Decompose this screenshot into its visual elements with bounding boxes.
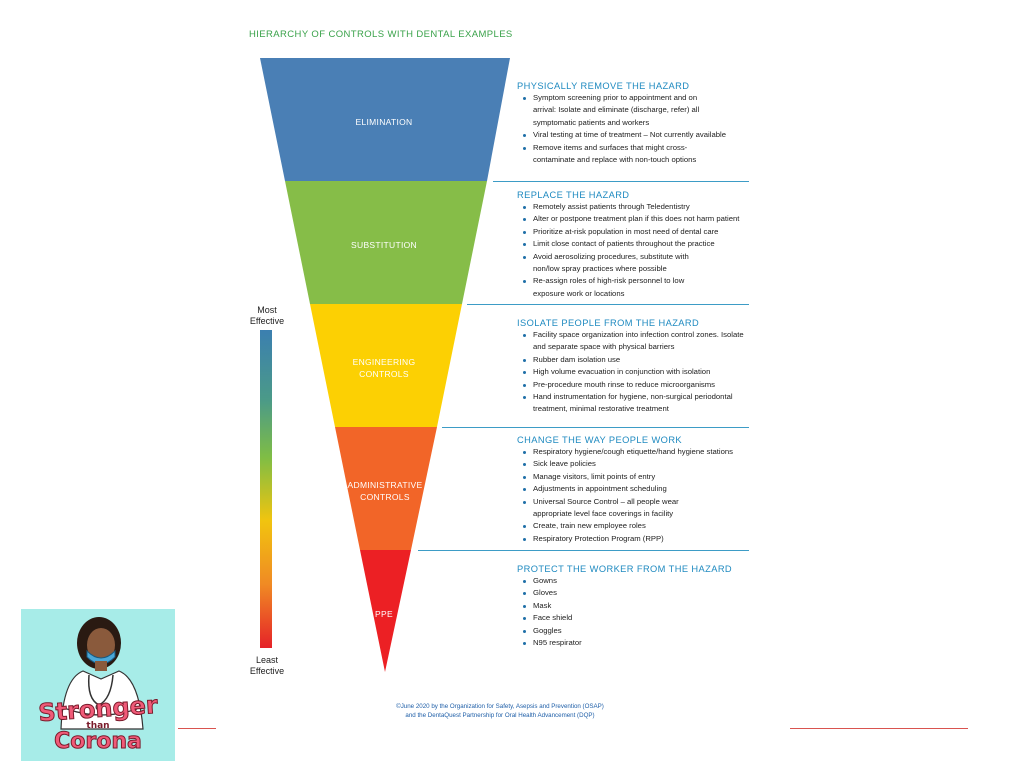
- layer-label-administrative: ADMINISTRATIVE CONTROLS: [347, 480, 423, 502]
- divider-4: [418, 550, 749, 551]
- list-item: Face shield: [523, 612, 757, 624]
- section-elimination: PHYSICALLY REMOVE THE HAZARD Symptom scr…: [517, 81, 757, 166]
- list-item: Remotely assist patients through Teleden…: [523, 201, 757, 213]
- section-heading: PHYSICALLY REMOVE THE HAZARD: [517, 81, 690, 91]
- list-item: Viral testing at time of treatment – Not…: [523, 129, 757, 141]
- scale-most-effective: Most Effective: [249, 305, 285, 326]
- list-item: Hand instrumentation for hygiene, non-su…: [523, 391, 738, 416]
- layer-ppe-shape: [360, 550, 411, 672]
- list-item: Symptom screening prior to appointment a…: [523, 92, 718, 129]
- layer-label-ppe: PPE: [375, 609, 393, 619]
- diagram-title: HIERARCHY OF CONTROLS WITH DENTAL EXAMPL…: [249, 29, 513, 40]
- list-item: Goggles: [523, 625, 757, 637]
- badge-word-corona: Corona: [54, 729, 143, 755]
- divider-1: [493, 181, 749, 182]
- section-list: Remotely assist patients through Teleden…: [517, 201, 757, 300]
- section-heading: REPLACE THE HAZARD: [517, 190, 630, 200]
- section-substitution: REPLACE THE HAZARD Remotely assist patie…: [517, 190, 757, 300]
- stronger-than-corona-badge: Stronger than Corona: [21, 609, 175, 761]
- list-item: High volume evacuation in conjunction wi…: [523, 366, 757, 378]
- list-item: Alter or postpone treatment plan if this…: [523, 213, 757, 225]
- copyright-footer: ©June 2020 by the Organization for Safet…: [360, 702, 640, 720]
- list-item: Manage visitors, limit points of entry: [523, 471, 757, 483]
- layer-administrative-shape: [335, 427, 437, 550]
- footer-line-1: ©June 2020 by the Organization for Safet…: [396, 703, 604, 710]
- section-heading: ISOLATE PEOPLE FROM THE HAZARD: [517, 318, 700, 328]
- layer-engineering-shape: [310, 304, 462, 427]
- list-item: Limit close contact of patients througho…: [523, 238, 757, 250]
- layer-substitution-shape: [285, 181, 487, 304]
- section-engineering: ISOLATE PEOPLE FROM THE HAZARD Facility …: [517, 318, 757, 416]
- list-item: Rubber dam isolation use: [523, 354, 757, 366]
- section-list: Symptom screening prior to appointment a…: [517, 92, 757, 166]
- scale-least-effective: Least Effective: [249, 655, 285, 676]
- section-list: Respiratory hygiene/cough etiquette/hand…: [517, 446, 757, 545]
- section-heading: PROTECT THE WORKER FROM THE HAZARD: [517, 564, 733, 574]
- list-item: Remove items and surfaces that might cro…: [523, 142, 718, 167]
- list-item: Sick leave policies: [523, 458, 757, 470]
- layer-label-substitution: SUBSTITUTION: [351, 240, 417, 250]
- layer-label-engineering: ENGINEERING CONTROLS: [352, 357, 416, 379]
- section-list: Facility space organization into infecti…: [517, 329, 757, 416]
- layer-label-elimination: ELIMINATION: [355, 117, 413, 127]
- list-item: Respiratory hygiene/cough etiquette/hand…: [523, 446, 757, 458]
- section-administrative: CHANGE THE WAY PEOPLE WORK Respiratory h…: [517, 435, 757, 545]
- section-heading: CHANGE THE WAY PEOPLE WORK: [517, 435, 683, 445]
- list-item: Avoid aerosolizing procedures, substitut…: [523, 251, 708, 276]
- list-item: Respiratory Protection Program (RPP): [523, 533, 757, 545]
- bottom-rule-right: [790, 728, 968, 729]
- list-item: Mask: [523, 600, 757, 612]
- section-list: Gowns Gloves Mask Face shield Goggles N9…: [517, 575, 757, 649]
- list-item: Gloves: [523, 587, 757, 599]
- list-item: Facility space organization into infecti…: [523, 329, 748, 354]
- footer-line-2: and the DentaQuest Partnership for Oral …: [405, 712, 595, 719]
- bottom-rule-left: [178, 728, 216, 729]
- list-item: Create, train new employee roles: [523, 520, 757, 532]
- divider-2: [467, 304, 749, 305]
- list-item: Prioritize at-risk population in most ne…: [523, 226, 757, 238]
- list-item: Pre-procedure mouth rinse to reduce micr…: [523, 379, 757, 391]
- list-item: N95 respirator: [523, 637, 757, 649]
- section-ppe: PROTECT THE WORKER FROM THE HAZARD Gowns…: [517, 564, 757, 649]
- layer-elimination-shape: [260, 58, 510, 181]
- list-item: Adjustments in appointment scheduling: [523, 483, 757, 495]
- divider-3: [442, 427, 749, 428]
- badge-word-than: than: [86, 721, 110, 731]
- effectiveness-gradient-bar: [260, 330, 272, 648]
- list-item: Universal Source Control – all people we…: [523, 496, 718, 521]
- list-item: Gowns: [523, 575, 757, 587]
- list-item: Re-assign roles of high-risk personnel t…: [523, 275, 703, 300]
- doctor-illustration-icon: [60, 617, 144, 730]
